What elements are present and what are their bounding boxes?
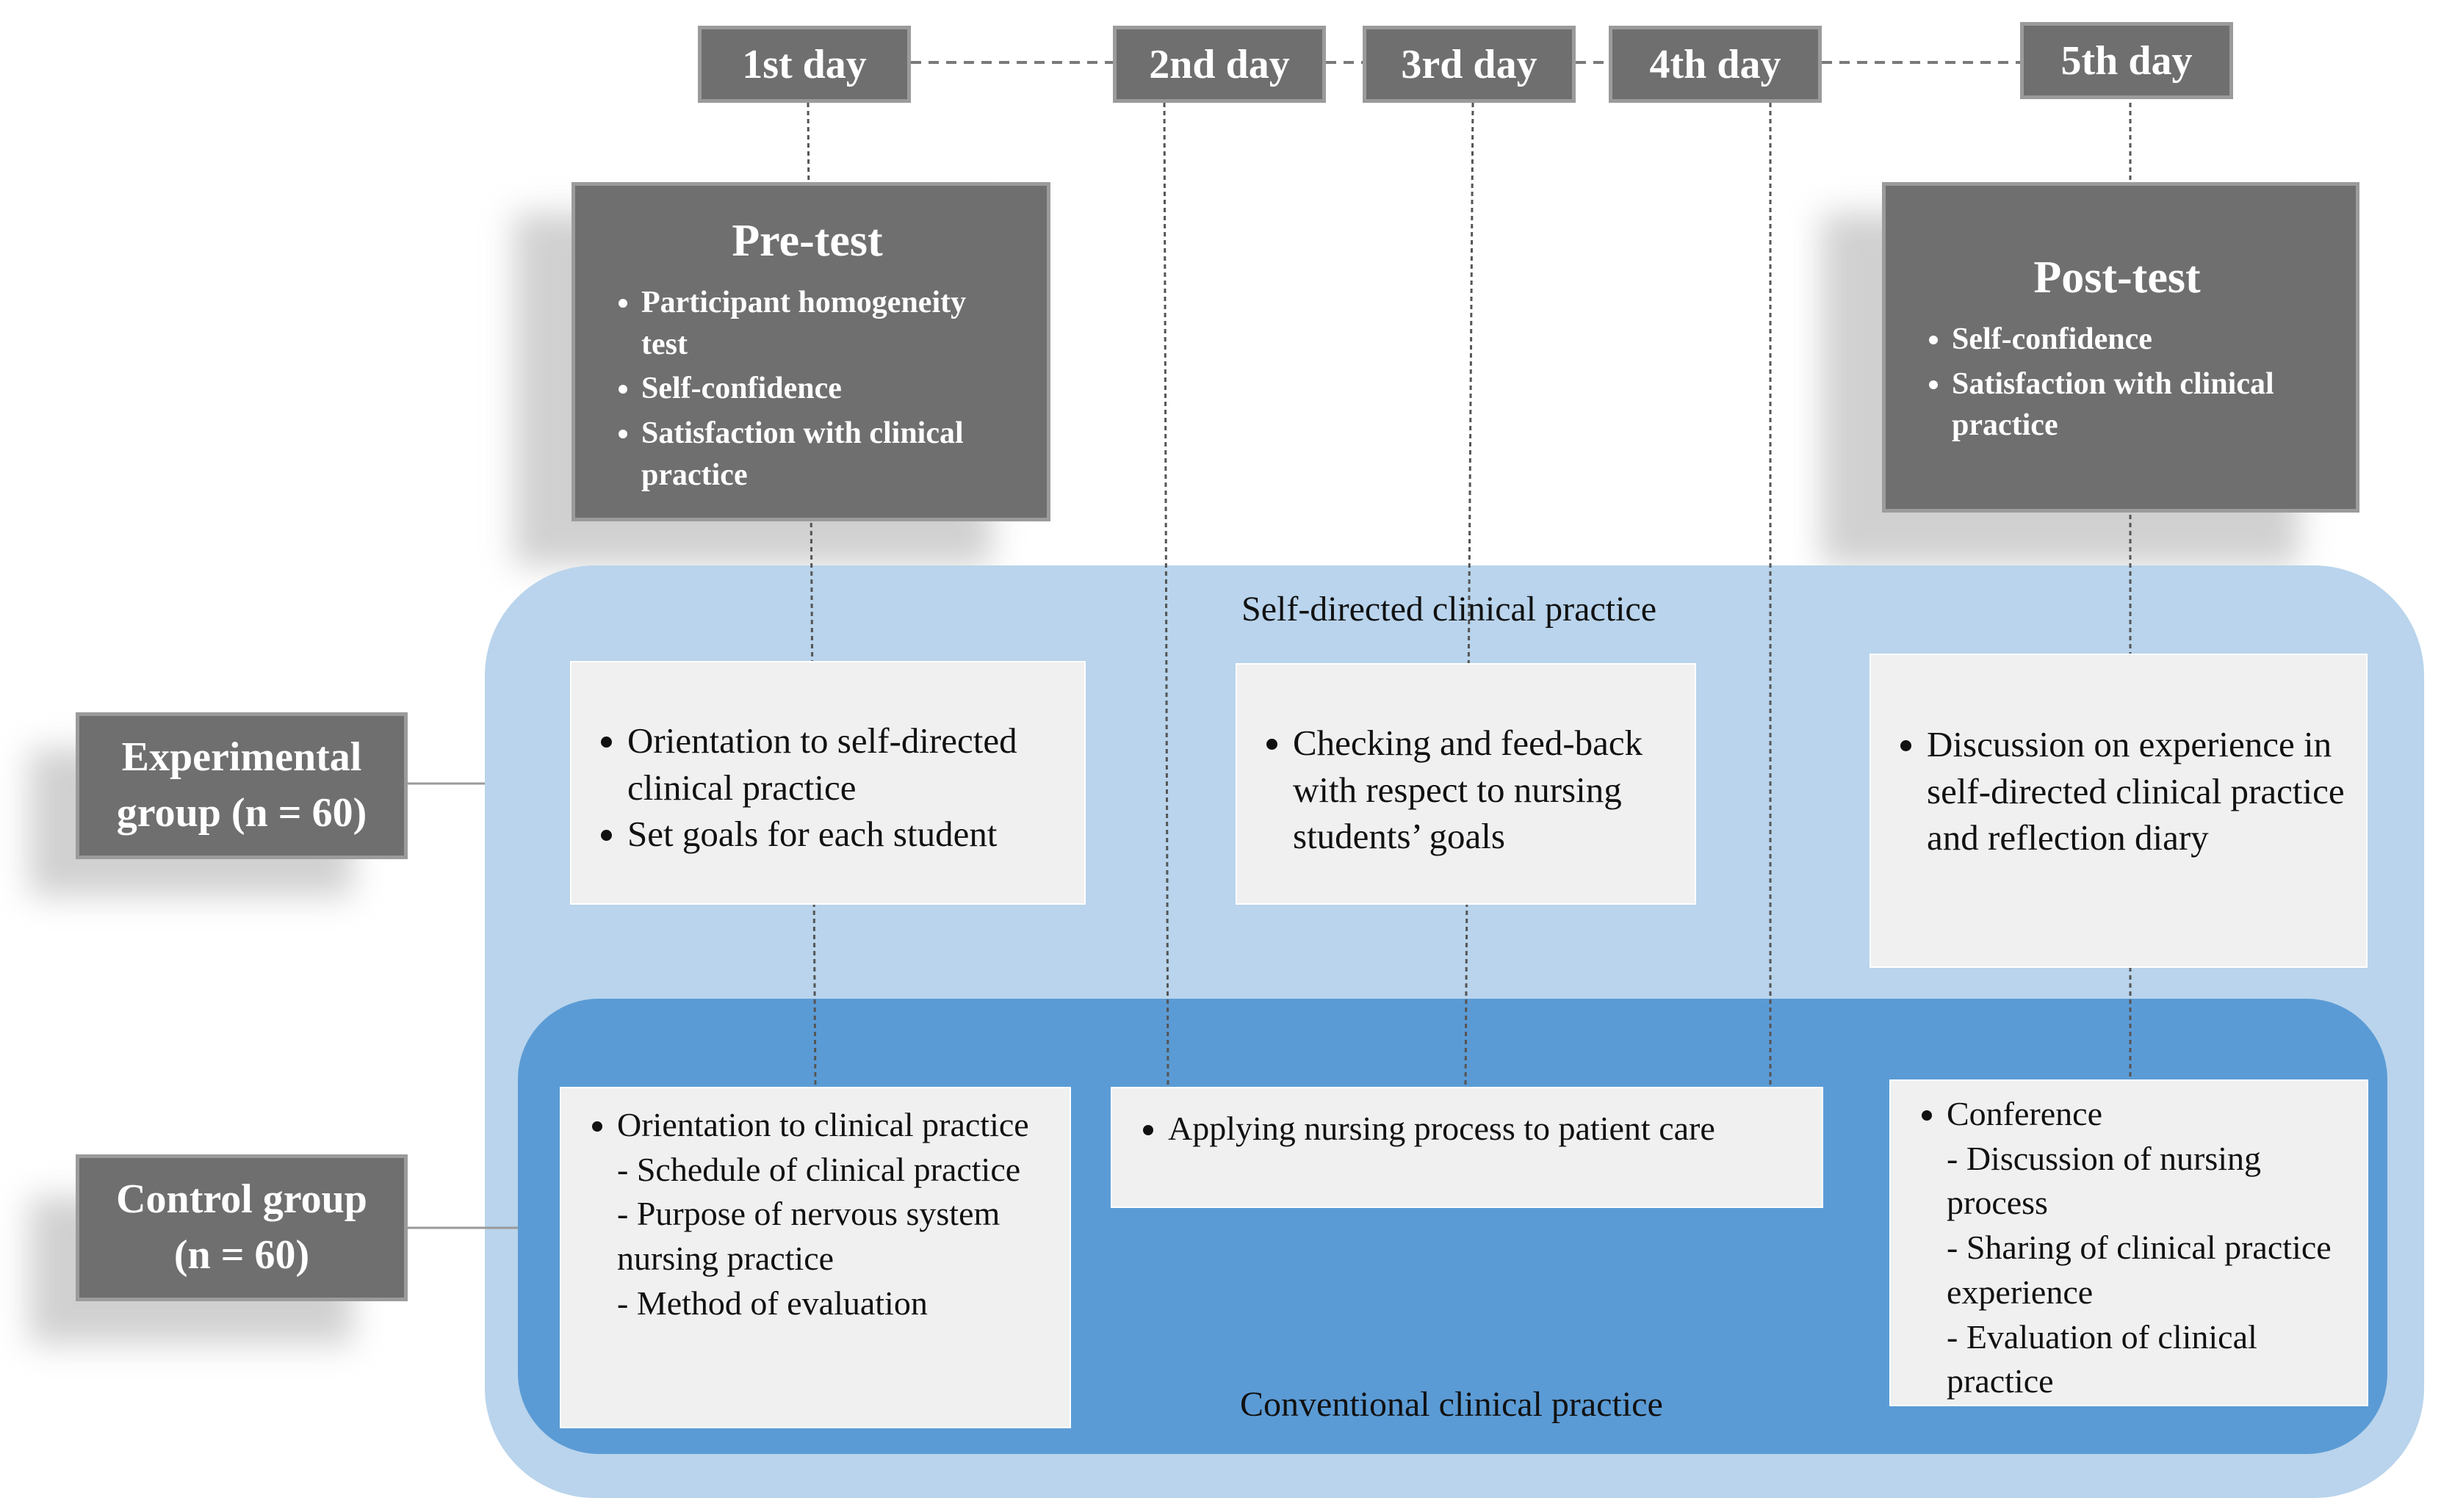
day-label-5: 5th day [2020,22,2233,99]
experimental-group-line: Experimental [121,734,362,781]
pre-test-item: Participant homogeneity test [641,282,1017,365]
control-days2-4-box: Applying nursing process to patient care [1111,1087,1823,1208]
control-day1-subitem: - Method of evaluation [617,1284,928,1322]
experimental-group-line: group (n = 60) [116,790,367,836]
day-label-3: 3rd day [1363,26,1576,103]
control-day1-list: Orientation to clinical practice - Sched… [576,1103,1059,1326]
control-days2-4-list: Applying nursing process to patient care [1127,1107,1807,1151]
experimental-day3-box: Checking and feed-back with respect to n… [1236,663,1696,905]
control-day5-subitem: - Sharing of clinical practice experienc… [1947,1229,2332,1311]
post-test-list: Self-confidence Satisfaction with clinic… [1908,319,2326,446]
control-day1-main: Orientation to clinical practice [617,1106,1029,1143]
control-group-line: Control group [116,1176,367,1223]
control-day1-subitem: - Purpose of nervous system nursing prac… [617,1195,1000,1278]
day-label-4: 4th day [1609,26,1822,103]
control-day5-subitem: - Discussion of nursing process [1947,1139,2262,1222]
pre-test-title: Pre-test [732,216,883,266]
self-directed-label: Self-directed clinical practice [1241,590,1657,629]
experimental-day3-item: Checking and feed-back with respect to n… [1293,720,1680,860]
pre-test-item: Self-confidence [641,368,1017,410]
control-day5-item: Conference - Discussion of nursing proce… [1947,1092,2356,1404]
conventional-label: Conventional clinical practice [1240,1385,1663,1424]
experimental-day5-item: Discussion on experience in self-directe… [1927,721,2351,861]
post-test-item: Self-confidence [1952,319,2326,361]
experimental-day3-list: Checking and feed-back with respect to n… [1252,720,1680,860]
control-day1-box: Orientation to clinical practice - Sched… [560,1087,1071,1428]
post-test-title: Post-test [2033,253,2201,303]
day-label-2: 2nd day [1113,26,1326,103]
control-day1-item: Orientation to clinical practice - Sched… [617,1103,1059,1326]
pre-test-item: Satisfaction with clinical practice [641,413,1017,496]
control-day5-list: Conference - Discussion of nursing proce… [1905,1092,2356,1404]
pre-test-list: Participant homogeneity test Self-confid… [597,282,1017,496]
day3-vertical-line [1464,102,1474,1088]
pre-test-box: Pre-test Participant homogeneity test Se… [572,182,1050,521]
control-days2-4-item: Applying nursing process to patient care [1168,1107,1807,1151]
control-day5-sublist: - Discussion of nursing process - Sharin… [1947,1137,2356,1404]
day2-vertical-line [1163,102,1169,1088]
experimental-day1-item: Orientation to self-directed clinical pr… [627,717,1070,811]
post-test-box: Post-test Self-confidence Satisfaction w… [1882,182,2359,513]
control-day1-subitem: - Schedule of clinical practice [617,1150,1021,1188]
experimental-day5-box: Discussion on experience in self-directe… [1869,654,2368,968]
experimental-day5-list: Discussion on experience in self-directe… [1886,721,2351,861]
control-group-line: (n = 60) [173,1232,310,1278]
control-day5-main: Conference [1947,1095,2102,1132]
control-day5-subitem: - Evaluation of clinical practice [1947,1317,2257,1400]
experimental-day1-item: Set goals for each student [627,811,1070,858]
experimental-day1-list: Orientation to self-directed clinical pr… [586,717,1070,858]
control-day1-sublist: - Schedule of clinical practice - Purpos… [617,1148,1059,1326]
post-test-item: Satisfaction with clinical practice [1952,363,2326,446]
control-group-label: Control group (n = 60) [76,1154,408,1301]
control-day5-box: Conference - Discussion of nursing proce… [1889,1079,2368,1406]
experimental-day1-box: Orientation to self-directed clinical pr… [570,661,1086,905]
day-label-1: 1st day [698,26,911,103]
experimental-group-label: Experimental group (n = 60) [76,712,408,859]
